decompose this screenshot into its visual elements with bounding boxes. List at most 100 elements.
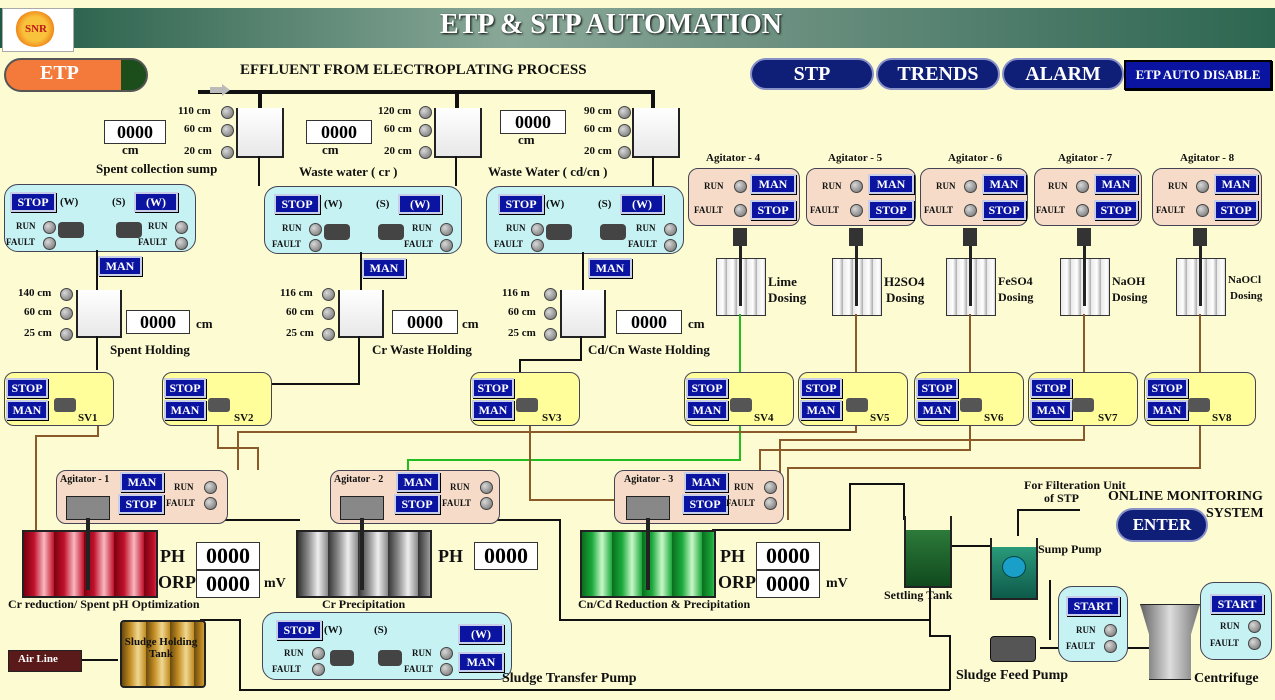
agitator-motor-icon: [626, 496, 670, 520]
etp-auto-disable-button[interactable]: ETP AUTO DISABLE: [1124, 60, 1272, 90]
trends-button[interactable]: TRENDS: [876, 58, 1000, 90]
spent-sump-level-value: 0000: [104, 120, 166, 144]
logo-text: SNR: [25, 23, 48, 35]
man-button[interactable]: MAN: [1214, 174, 1258, 194]
level-led: [221, 106, 234, 119]
centrifuge-icon: [1140, 604, 1200, 680]
etp-button[interactable]: [4, 58, 148, 92]
man-button[interactable]: MAN: [6, 400, 48, 420]
settling-tank: [904, 516, 952, 588]
start-button[interactable]: START: [1210, 594, 1264, 614]
enter-button[interactable]: ENTER: [1116, 508, 1208, 542]
pump-icon: [1002, 556, 1026, 578]
air-line-label-box: [8, 650, 82, 672]
level-led: [419, 106, 432, 119]
stop-button[interactable]: STOP: [1214, 200, 1258, 220]
stop-button[interactable]: STOP: [118, 494, 164, 514]
stop-button[interactable]: STOP: [276, 620, 322, 640]
cdcn-waste-holding-tank: [560, 290, 606, 338]
settling-tank-label: Settling Tank: [884, 588, 953, 602]
man-button[interactable]: MAN: [982, 174, 1026, 194]
stop-button[interactable]: STOP: [1094, 200, 1138, 220]
reactor-3-label: Cn/Cd Reduction & Precipitation: [578, 597, 751, 611]
alarm-button[interactable]: ALARM: [1002, 58, 1124, 90]
agitator-motor-icon: [733, 228, 747, 246]
stop-button[interactable]: STOP: [682, 494, 728, 514]
stop-button[interactable]: STOP: [10, 192, 56, 212]
inlet-arrow-icon: [210, 84, 230, 96]
pump-icon: [330, 650, 354, 666]
stop-button[interactable]: STOP: [6, 378, 48, 398]
stop-button[interactable]: STOP: [916, 378, 958, 398]
man-button[interactable]: MAN: [472, 400, 514, 420]
effluent-header: EFFLUENT FROM ELECTROPLATING PROCESS: [240, 62, 587, 78]
start-button[interactable]: START: [1066, 596, 1120, 616]
man-button[interactable]: MAN: [868, 174, 914, 194]
stop-button[interactable]: STOP: [750, 200, 796, 220]
cr-sump-label: Waste water ( cr ): [299, 164, 398, 179]
cr-holding-label: Cr Waste Holding: [372, 342, 472, 357]
stop-button[interactable]: STOP: [472, 378, 514, 398]
stop-button[interactable]: STOP: [868, 200, 914, 220]
cr-sump-level-value: 0000: [306, 120, 372, 144]
centrifuge-label: Centrifuge: [1194, 671, 1259, 686]
stop-button[interactable]: STOP: [686, 378, 728, 398]
man-button[interactable]: MAN: [1094, 174, 1138, 194]
stop-button[interactable]: STOP: [982, 200, 1026, 220]
man-button[interactable]: MAN: [750, 174, 796, 194]
cdcn-sump-level-value: 0000: [500, 110, 566, 134]
stop-button[interactable]: STOP: [274, 194, 320, 214]
spent-holding-label: Spent Holding: [110, 342, 190, 357]
sludge-feed-pump-icon: [990, 636, 1036, 662]
stop-button[interactable]: STOP: [1146, 378, 1188, 398]
valve-icon: [1072, 398, 1094, 412]
mode-w-button[interactable]: (W): [398, 194, 442, 214]
man-button[interactable]: MAN: [684, 472, 728, 492]
man-button[interactable]: MAN: [800, 400, 842, 420]
cdcn-holding-level-value: 0000: [616, 310, 682, 334]
man-button[interactable]: MAN: [362, 258, 406, 278]
sludge-holding-tank: [120, 620, 206, 688]
spent-holding-tank: [76, 290, 122, 338]
level-led: [618, 106, 631, 119]
man-button[interactable]: MAN: [1030, 400, 1072, 420]
agitator-motor-icon: [849, 228, 863, 246]
man-button[interactable]: MAN: [1146, 400, 1188, 420]
valve-icon: [516, 398, 538, 412]
stop-button[interactable]: STOP: [164, 378, 206, 398]
stop-button[interactable]: STOP: [394, 494, 440, 514]
man-button[interactable]: MAN: [396, 472, 440, 492]
title-bar: [0, 8, 1275, 48]
level-led: [419, 124, 432, 137]
cr-precipitation-tank: [296, 530, 432, 598]
level-led: [618, 124, 631, 137]
reactor-1-orp-value: 0000: [196, 570, 260, 598]
man-button[interactable]: MAN: [916, 400, 958, 420]
stp-button[interactable]: STP: [750, 58, 874, 90]
stop-button[interactable]: STOP: [800, 378, 842, 398]
level-led: [221, 124, 234, 137]
cr-waste-holding-tank: [338, 290, 384, 338]
man-button[interactable]: MAN: [458, 652, 504, 672]
sludge-transfer-pump-label: Sludge Transfer Pump: [502, 671, 637, 686]
reactor-3-ph-value: 0000: [756, 542, 820, 570]
stop-button[interactable]: STOP: [498, 194, 544, 214]
agitator-motor-icon: [1077, 228, 1091, 246]
man-button[interactable]: MAN: [98, 256, 142, 276]
man-button[interactable]: MAN: [686, 400, 728, 420]
pump-icon: [600, 224, 626, 240]
man-button[interactable]: MAN: [164, 400, 206, 420]
agitator-motor-icon: [66, 496, 110, 520]
man-button[interactable]: MAN: [120, 472, 164, 492]
effluent-header-pipe: [198, 90, 654, 94]
mode-w-button[interactable]: (W): [458, 624, 504, 644]
man-button[interactable]: MAN: [588, 258, 632, 278]
mode-w-button[interactable]: (W): [620, 194, 664, 214]
level-led: [618, 146, 631, 159]
agitator-motor-icon: [1193, 228, 1207, 246]
mode-w-button[interactable]: (W): [134, 192, 178, 212]
cr-waste-water-sump: [434, 108, 482, 158]
pump-icon: [546, 224, 572, 240]
stop-button[interactable]: STOP: [1030, 378, 1072, 398]
